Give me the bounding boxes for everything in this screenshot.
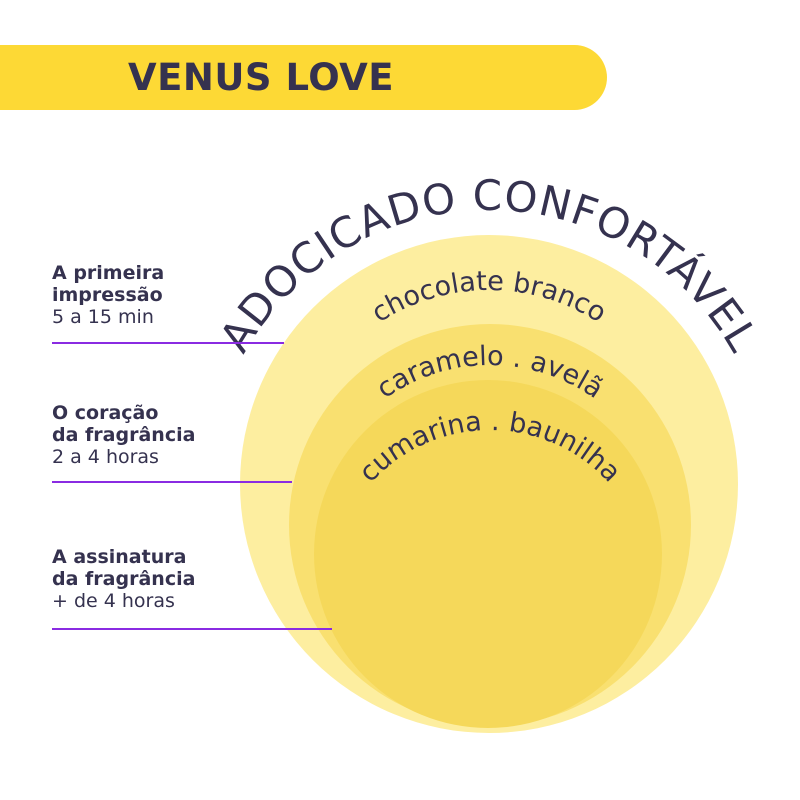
stage-title-line1: O coração	[52, 402, 159, 424]
stage-title-line2: da fragrância	[52, 568, 196, 590]
stage-base: A assinatura da fragrância + de 4 horas	[52, 546, 195, 612]
base-notes-circle	[314, 380, 662, 728]
stage-duration: + de 4 horas	[52, 590, 175, 612]
stage-title-line2: da fragrância	[52, 424, 196, 446]
product-title: VENUS LOVE	[128, 56, 395, 99]
stage-divider	[52, 342, 284, 344]
stage-title-line2: impressão	[52, 284, 163, 306]
stage-duration: 5 a 15 min	[52, 306, 154, 328]
stage-top: A primeira impressão 5 a 15 min	[52, 262, 164, 328]
title-banner	[0, 45, 607, 110]
stage-heart: O coração da fragrância 2 a 4 horas	[52, 402, 195, 468]
stage-title-line1: A primeira	[52, 262, 165, 284]
stage-divider	[52, 628, 332, 630]
stage-duration: 2 a 4 horas	[52, 446, 159, 468]
stage-divider	[52, 481, 292, 483]
stage-title-line1: A assinatura	[52, 546, 187, 568]
